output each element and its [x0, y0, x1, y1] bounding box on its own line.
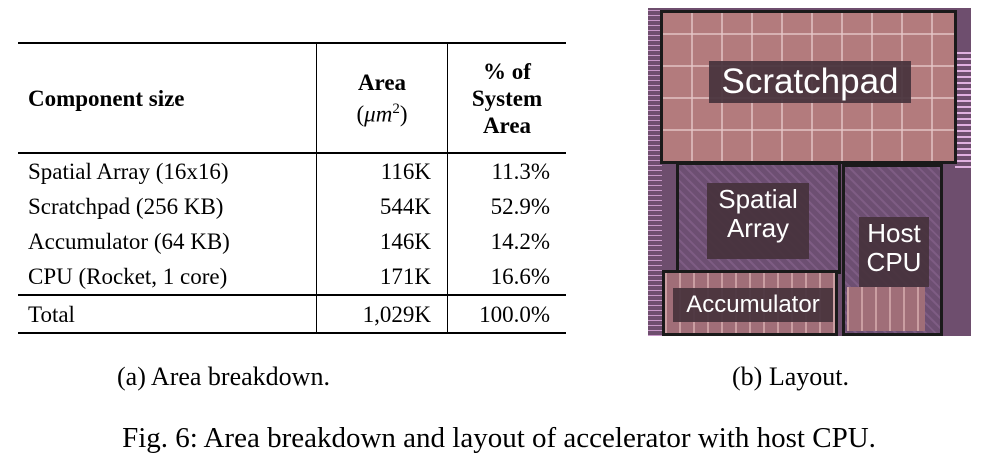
caption-a: (a) Area breakdown. [117, 362, 330, 391]
spatial-array-block: Spatial Array [676, 162, 841, 274]
chip-layout-image: Scratchpad Spatial Array Host CPU Accumu… [648, 8, 971, 336]
table-row: Scratchpad (256 KB) 544K 52.9% [18, 189, 566, 224]
table-row: Accumulator (64 KB) 146K 14.2% [18, 224, 566, 259]
scratchpad-block: Scratchpad [660, 10, 957, 164]
table-header-row: Component size Area (μm2) % of System Ar… [18, 43, 566, 153]
spatial-array-label: Spatial Array [707, 183, 809, 259]
header-area-unit: (μm2) [356, 100, 408, 127]
die-edge-right [955, 48, 971, 168]
header-component: Component size [28, 85, 185, 111]
header-area: Area (μm2) [316, 43, 448, 153]
die-edge-left [648, 8, 662, 336]
caption-b: (b) Layout. [732, 362, 849, 391]
host-cpu-label: Host CPU [859, 217, 929, 287]
figure-caption: Fig. 6: Area breakdown and layout of acc… [122, 422, 876, 454]
accumulator-block: Accumulator [662, 270, 838, 336]
table-total-row: Total 1,029K 100.0% [18, 295, 566, 333]
header-area-label: Area [357, 69, 407, 95]
host-cpu-block: Host CPU [842, 164, 943, 336]
scratchpad-label: Scratchpad [709, 61, 911, 103]
header-percent: % of System Area [447, 43, 566, 153]
table-row: Spatial Array (16x16) 116K 11.3% [18, 153, 566, 189]
table-row: CPU (Rocket, 1 core) 171K 16.6% [18, 259, 566, 295]
area-breakdown-table: Component size Area (μm2) % of System Ar… [18, 42, 566, 334]
accumulator-label: Accumulator [673, 288, 833, 322]
